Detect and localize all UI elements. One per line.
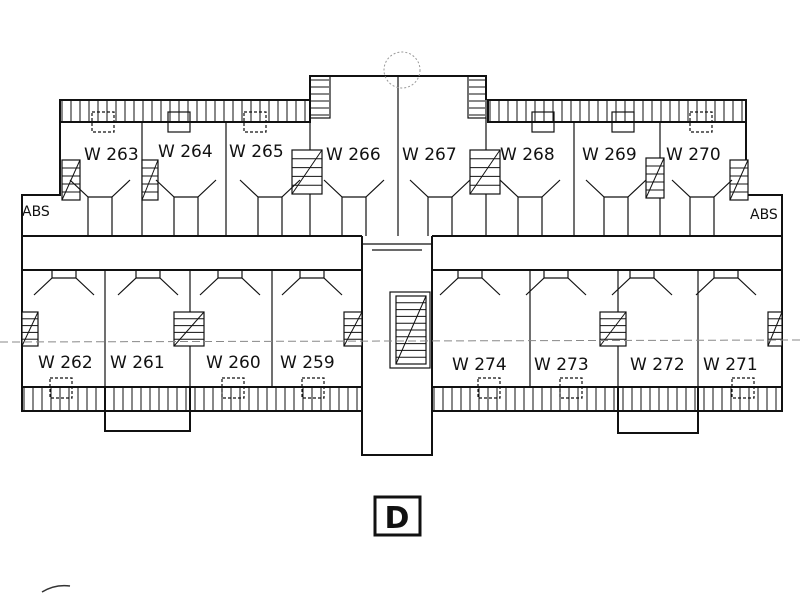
- door-jamb: [671, 179, 691, 236]
- building-outline: [21, 75, 783, 456]
- door-jamb: [197, 179, 217, 236]
- stair-diagonal: [729, 159, 749, 201]
- stair-diagonal: [173, 311, 205, 347]
- stair-diagonal: [21, 311, 39, 347]
- stair-diagonal: [291, 149, 323, 195]
- door-jamb: [499, 179, 519, 236]
- door-jamb: [653, 270, 673, 296]
- room-label-bottom-6: W 272: [630, 355, 685, 375]
- sketch-mark-corner: [41, 584, 71, 593]
- hatched-outer-walls: [23, 79, 777, 410]
- room-label-top-3: W 266: [326, 145, 381, 165]
- door-jamb: [481, 270, 501, 296]
- room-label-bottom-7: W 271: [703, 355, 758, 375]
- window-boxes: [49, 111, 755, 399]
- door-jamb: [323, 179, 343, 236]
- door-jamb: [737, 270, 757, 296]
- door-jamb: [695, 270, 715, 296]
- door-jamb: [159, 270, 179, 296]
- door-jamb: [323, 270, 343, 296]
- door-jamb: [281, 270, 301, 296]
- door-jamb: [241, 270, 261, 296]
- room-label-top-1: W 264: [158, 142, 213, 162]
- door-jamb: [33, 270, 53, 296]
- room-label-top-5: W 268: [500, 145, 555, 165]
- abs-label-left: ABS: [22, 204, 50, 220]
- room-label-bottom-5: W 273: [534, 355, 589, 375]
- section-letter: D: [385, 501, 410, 536]
- room-label-bottom-4: W 274: [452, 355, 507, 375]
- stair-diagonal: [469, 149, 501, 195]
- room-label-bottom-0: W 262: [38, 353, 93, 373]
- stair-diagonal: [645, 157, 665, 199]
- door-jamb: [525, 270, 545, 296]
- room-label-top-0: W 263: [84, 145, 139, 165]
- door-jamb: [409, 179, 429, 236]
- door-jamb: [199, 270, 219, 296]
- stair-diagonal: [395, 295, 427, 365]
- section-marker: D: [373, 495, 422, 537]
- door-jamb: [567, 270, 587, 296]
- door-entries: [33, 179, 757, 296]
- room-label-top-2: W 265: [229, 142, 284, 162]
- room-label-bottom-3: W 259: [280, 353, 335, 373]
- door-jamb: [585, 179, 605, 236]
- door-jamb: [75, 270, 95, 296]
- door-jamb: [627, 179, 647, 236]
- door-jamb: [451, 179, 471, 236]
- door-jamb: [713, 179, 733, 236]
- room-label-top-6: W 269: [582, 145, 637, 165]
- room-labels: W 263 W 264 W 265 W 266 W 267 W 268 W 26…: [22, 142, 778, 375]
- door-jamb: [117, 270, 137, 296]
- sketch-mark: [383, 51, 421, 89]
- stair-diagonal: [141, 159, 159, 201]
- scan-line: [0, 339, 800, 343]
- door-jamb: [541, 179, 561, 236]
- door-jamb: [239, 179, 259, 236]
- door-jamb: [611, 270, 631, 296]
- door-jamb: [111, 179, 131, 236]
- stair-diagonal: [343, 311, 363, 347]
- room-label-top-7: W 270: [666, 145, 721, 165]
- abs-label-right: ABS: [750, 207, 778, 223]
- door-jamb: [439, 270, 459, 296]
- door-jamb: [365, 179, 385, 236]
- stair-diagonal: [61, 159, 81, 201]
- room-label-bottom-2: W 260: [206, 353, 261, 373]
- room-label-bottom-1: W 261: [110, 353, 165, 373]
- door-jamb: [155, 179, 175, 236]
- stair-blocks: [21, 149, 783, 365]
- room-label-top-4: W 267: [402, 145, 457, 165]
